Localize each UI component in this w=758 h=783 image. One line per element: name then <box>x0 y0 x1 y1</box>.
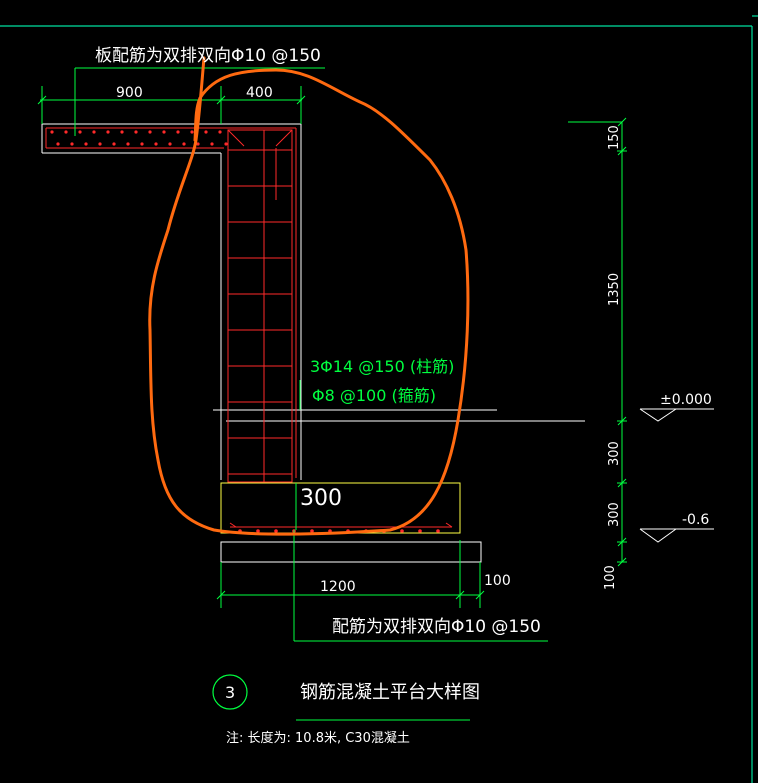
rebar-dot <box>56 142 60 146</box>
rebar-dot <box>196 142 200 146</box>
drawing-title: 钢筋混凝土平台大样图 <box>300 682 480 703</box>
rebar-dot <box>64 130 68 134</box>
rebar-dot <box>274 529 278 533</box>
rebar-dot <box>310 529 314 533</box>
rebar-dot <box>134 130 138 134</box>
rebar-dot <box>210 142 214 146</box>
rebar-dot <box>92 130 96 134</box>
rebar-dot <box>400 529 404 533</box>
rebar-dot <box>418 529 422 533</box>
base-layer <box>220 541 482 563</box>
drawing-note: 注: 长度为: 10.8米, C30混凝土 <box>226 730 410 746</box>
dim-bottom-100: 100 <box>484 573 511 589</box>
dim-top-slab: 900 <box>116 85 143 101</box>
rebar-dot <box>176 130 180 134</box>
dim-right-300b: 300 <box>607 502 622 527</box>
slab-rebar-dots <box>50 130 228 146</box>
slab-rebar <box>45 127 297 478</box>
rebar-dot <box>78 130 82 134</box>
markup-freehand-loop <box>148 56 470 536</box>
dim-top-wall: 400 <box>246 85 273 101</box>
rebar-dot <box>154 142 158 146</box>
slab-outline <box>41 123 585 480</box>
dim-right-300a: 300 <box>607 441 622 466</box>
rebar-dot <box>98 142 102 146</box>
rebar-dot <box>126 142 130 146</box>
rebar-dot <box>168 142 172 146</box>
rebar-dot <box>84 142 88 146</box>
rebar-dot <box>256 529 260 533</box>
elevation-marker-ground <box>639 408 714 422</box>
rebar-dot <box>106 130 110 134</box>
rebar-dot <box>148 130 152 134</box>
rebar-dot <box>120 130 124 134</box>
elevation-ground-label: ±0.000 <box>660 392 712 408</box>
rebar-dot <box>112 142 116 146</box>
dim-bottom-1200: 1200 <box>320 579 356 595</box>
rebar-dot <box>204 130 208 134</box>
elevation-footing-label: -0.6 <box>682 512 709 528</box>
dim-right-100: 100 <box>603 565 618 590</box>
rebar-dot <box>436 529 440 533</box>
title-number: 3 <box>225 683 235 702</box>
dim-right-1350: 1350 <box>607 273 622 306</box>
wall-rebar-cage <box>227 129 293 483</box>
footing-rebar <box>229 522 453 528</box>
slab-rebar-annotation: 板配筋为双排双向Φ10 @150 <box>95 46 321 66</box>
footing-rebar-annotation: 配筋为双排双向Φ10 @150 <box>332 617 541 637</box>
drawing-frame <box>0 15 758 783</box>
rebar-dot <box>218 130 222 134</box>
rebar-dot <box>182 142 186 146</box>
wall-rebar-stirrup-annotation: Φ8 @100 (箍筋) <box>312 386 436 405</box>
elevation-marker-footing <box>639 528 714 543</box>
dimension-lines <box>37 67 627 721</box>
title-number-circle <box>212 674 248 710</box>
rebar-dot <box>224 142 228 146</box>
dim-right-150: 150 <box>607 125 622 150</box>
rebar-dot <box>162 130 166 134</box>
rebar-dot <box>190 130 194 134</box>
rebar-dot <box>50 130 54 134</box>
rebar-dot <box>70 142 74 146</box>
wall-rebar-main-annotation: 3Φ14 @150 (柱筋) <box>310 357 454 376</box>
rebar-dot <box>140 142 144 146</box>
footing-rebar-dots <box>238 529 440 533</box>
footing-thickness-label: 300 <box>300 486 342 511</box>
